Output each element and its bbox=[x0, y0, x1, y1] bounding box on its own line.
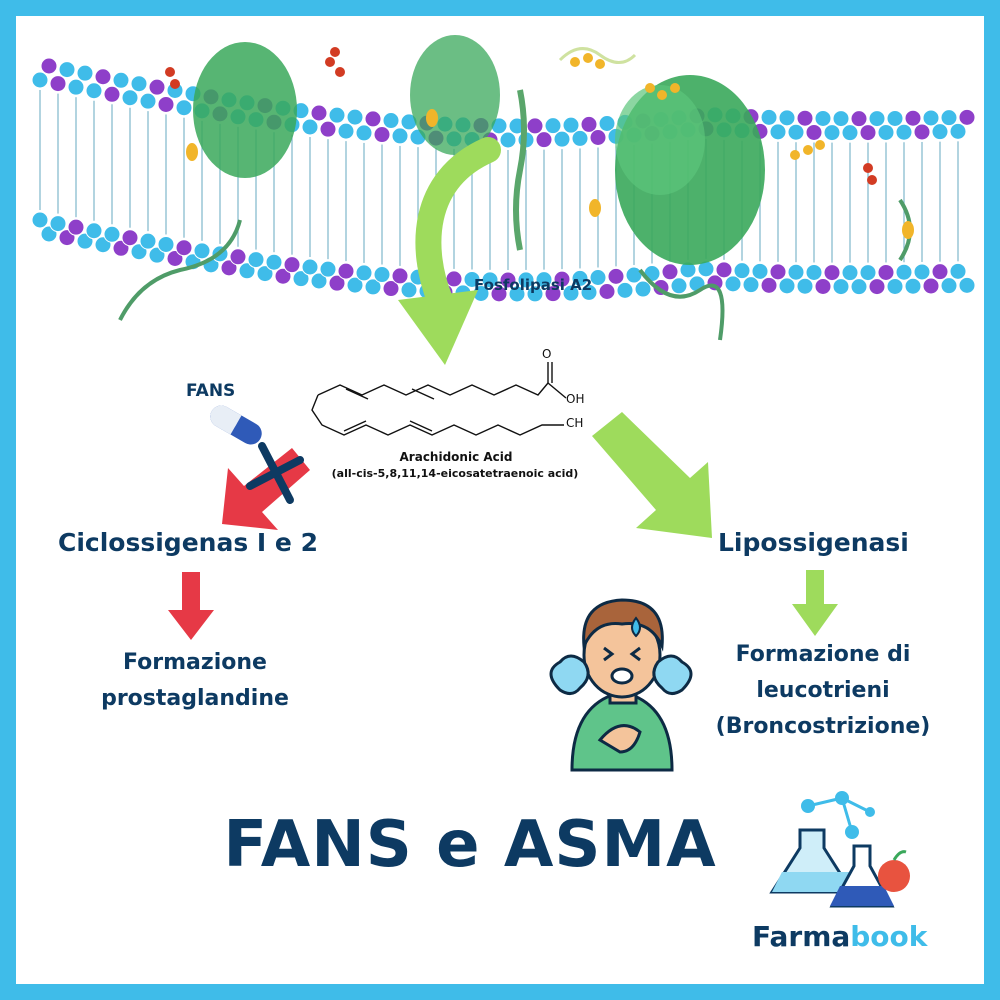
molecule-oh-group: OH bbox=[566, 392, 585, 406]
fans-drug-label: FANS bbox=[186, 381, 236, 401]
prostaglandin-line-2: prostaglandine bbox=[101, 686, 289, 711]
leukotriene-line-2: leucotrieni bbox=[756, 678, 890, 703]
leukotriene-line-3: (Broncostrizione) bbox=[715, 714, 931, 739]
pla2-arrow bbox=[415, 137, 501, 313]
asthma-person-icon bbox=[549, 598, 693, 772]
arachidonic-acid-structure bbox=[311, 362, 567, 436]
lox-arrow bbox=[592, 412, 712, 538]
leukotriene-arrow bbox=[792, 570, 838, 636]
molecule-oxygen-atom: O bbox=[542, 347, 552, 361]
membrane-sugar-chains bbox=[165, 47, 914, 239]
leukotriene-line-1: Formazione di bbox=[735, 642, 911, 667]
lipoxygenase-label: Lipossigenasi bbox=[718, 528, 909, 557]
brand-logo-text: Farmabook bbox=[752, 920, 927, 953]
prostaglandin-arrow bbox=[168, 572, 214, 640]
phospholipase-a2-label: Fosfolipasi A2 bbox=[474, 276, 593, 294]
brand-part-1: Farma bbox=[752, 920, 851, 953]
molecule-iupac-name: (all-cis-5,8,11,14-eicosatetraenoic acid… bbox=[331, 467, 579, 480]
cell-membrane-illustration bbox=[31, 35, 976, 341]
membrane-proteins bbox=[118, 35, 912, 341]
inhibition-cross-icon bbox=[246, 442, 304, 504]
pla2-arrowhead bbox=[398, 290, 478, 365]
prostaglandin-formation-text: Formazione prostaglandine bbox=[60, 645, 330, 717]
brand-part-2: book bbox=[850, 920, 928, 953]
cyclooxygenase-label: Ciclossigenas I e 2 bbox=[58, 528, 318, 557]
lab-flask-logo-icon bbox=[769, 791, 910, 908]
page-title: FANS e ASMA bbox=[223, 808, 717, 882]
leukotriene-formation-text: Formazione di leucotrieni (Broncostrizio… bbox=[688, 637, 958, 745]
prostaglandin-line-1: Formazione bbox=[123, 650, 267, 675]
molecule-ch-group: CH bbox=[566, 416, 584, 430]
membrane-bottom-heads bbox=[31, 211, 976, 303]
molecule-name: Arachidonic Acid bbox=[399, 450, 513, 464]
pill-icon bbox=[210, 405, 262, 445]
